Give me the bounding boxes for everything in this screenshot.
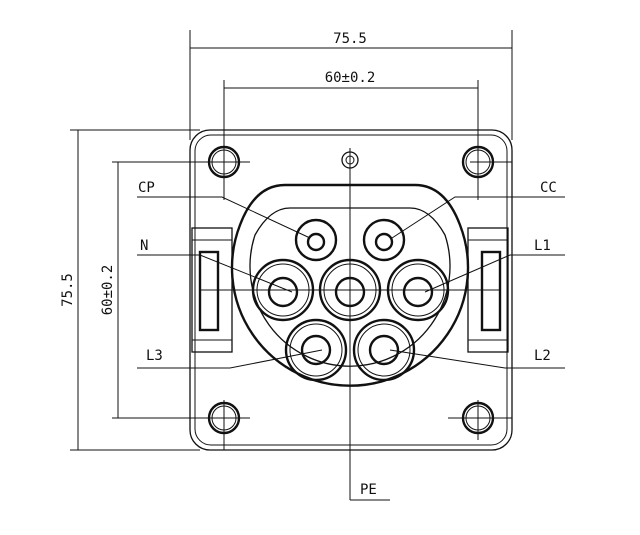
dim-left-inner-label: 60±0.2 xyxy=(100,265,116,316)
label-l1: L1 xyxy=(534,238,551,254)
mounting-holes xyxy=(207,145,512,450)
dimension-left-outer: 75.5 xyxy=(60,129,200,451)
pin-l2 xyxy=(352,318,416,382)
dimension-left-inner: 60±0.2 xyxy=(100,161,250,419)
label-cc: CC xyxy=(540,180,557,196)
dimension-top-inner: 60±0.2 xyxy=(223,70,479,200)
pin-l1 xyxy=(386,258,450,322)
mounting-plate xyxy=(189,129,513,451)
socket-housing-outer xyxy=(230,183,470,387)
dim-top-inner-label: 60±0.2 xyxy=(325,70,376,86)
label-n: N xyxy=(140,238,148,254)
label-pe: PE xyxy=(360,482,377,498)
pin-cp xyxy=(294,218,338,262)
label-l2: L2 xyxy=(534,348,551,364)
label-cp: CP xyxy=(138,180,155,196)
dim-left-outer-label: 75.5 xyxy=(60,273,76,307)
latch-right xyxy=(467,227,509,353)
pin-l3 xyxy=(284,318,348,382)
pin-cc xyxy=(362,218,406,262)
pin-n xyxy=(251,258,315,322)
dimension-top-outer: 75.5 xyxy=(189,30,513,140)
pin-pe xyxy=(318,258,382,322)
dim-top-outer-label: 75.5 xyxy=(333,31,367,47)
socket-housing-inner xyxy=(249,207,451,367)
label-l3: L3 xyxy=(146,348,163,364)
